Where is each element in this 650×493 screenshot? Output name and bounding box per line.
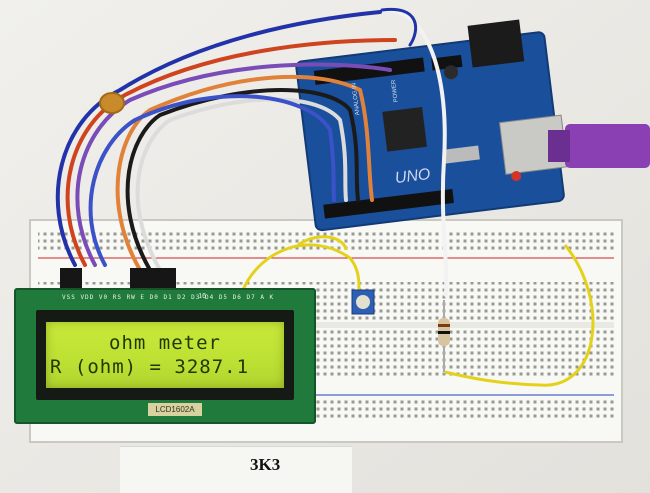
yellow-wires — [241, 235, 595, 387]
lcd-line-1: ohm meter — [109, 332, 221, 354]
lcd-bezel: ohm meter R (ohm) = 3287.1 — [36, 310, 294, 400]
header-connector-right — [130, 268, 176, 288]
paper-card — [120, 446, 352, 493]
lcd-module: VSS VDD V0 RS RW E D0 D1 D2 D3 D4 D5 D6 … — [14, 288, 316, 424]
lcd-pin-labels: VSS VDD V0 RS RW E D0 D1 D2 D3 D4 D5 D6 … — [62, 294, 275, 301]
usb-cable — [548, 124, 650, 168]
jumper-wires — [55, 7, 449, 297]
resistor-value-tag: 3K3 — [250, 455, 281, 474]
lcd-part-label: LCD1602A — [148, 403, 202, 416]
potentiometer — [351, 289, 375, 315]
lcd-line-2: R (ohm) = 3287.1 — [50, 356, 250, 378]
resistor-on-board — [438, 300, 450, 372]
header-connector-left — [60, 268, 82, 288]
lcd-pin-number: 16 — [198, 293, 206, 300]
lcd-screen: ohm meter R (ohm) = 3287.1 — [46, 322, 284, 388]
